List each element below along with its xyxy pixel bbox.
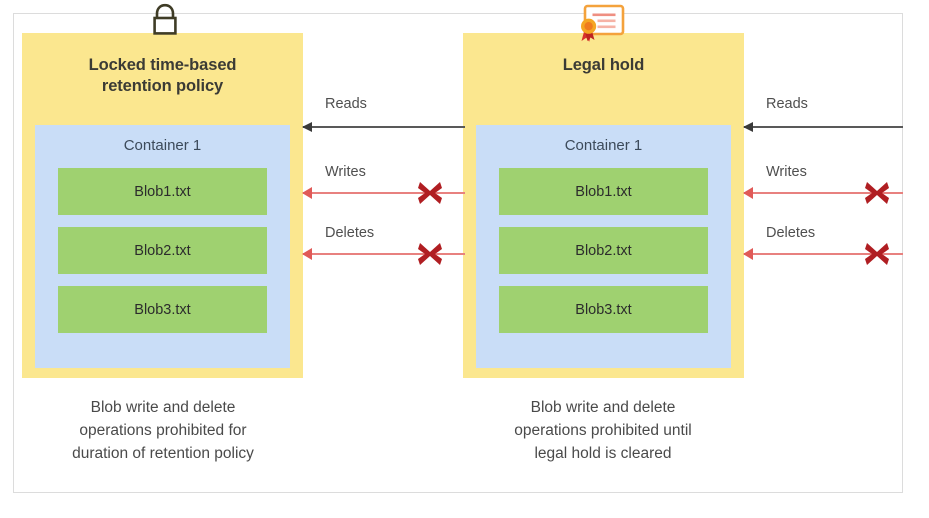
caption-right-line1: Blob write and delete [530, 399, 676, 416]
arrow-line-writes [744, 192, 903, 194]
arrow-head-deletes [743, 248, 753, 260]
caption-right: Blob write and delete operations prohibi… [453, 396, 753, 465]
blob-item: Blob2.txt [58, 227, 267, 274]
arrow-label-deletes: Deletes [325, 225, 375, 241]
blob-item: Blob2.txt [499, 227, 708, 274]
panel-title-left-line2: retention policy [101, 77, 224, 95]
blocked-x-icon [415, 178, 445, 208]
caption-right-line2: operations prohibited until [514, 422, 692, 439]
arrow-line-reads [744, 126, 903, 128]
arrow-line-deletes [744, 253, 903, 255]
caption-right-line3: legal hold is cleared [534, 445, 672, 462]
container-label-right: Container 1 [564, 137, 643, 154]
arrow-head-writes [743, 187, 753, 199]
panel-title-left: Locked time-based retention policy [22, 55, 303, 97]
arrow-label-writes: Writes [325, 164, 366, 180]
panel-title-right-line1: Legal hold [562, 56, 645, 74]
blocked-x-icon [862, 239, 892, 269]
arrow-label-reads: Reads [325, 96, 367, 112]
panel-legal-hold: Legal hold Container 1 Blob1.txt Blob2.t… [463, 33, 744, 378]
blob-item: Blob1.txt [58, 168, 267, 215]
panel-locked-time-based-retention-policy: Locked time-based retention policy Conta… [22, 33, 303, 378]
arrow-head-deletes [302, 248, 312, 260]
arrow-head-writes [302, 187, 312, 199]
arrow-line-reads [303, 126, 465, 128]
blocked-x-icon [415, 239, 445, 269]
arrow-label-writes: Writes [766, 164, 807, 180]
blocked-x-icon [862, 178, 892, 208]
arrow-line-writes [303, 192, 465, 194]
blob-item: Blob1.txt [499, 168, 708, 215]
padlock-icon [146, 2, 184, 36]
arrow-group-right: Reads Writes Deletes [743, 96, 903, 271]
arrow-head-reads [302, 122, 312, 132]
caption-left-line2: operations prohibited for [79, 422, 247, 439]
container-box-right: Container 1 Blob1.txt Blob2.txt Blob3.tx… [476, 125, 731, 368]
blob-item: Blob3.txt [58, 286, 267, 333]
panel-title-left-line1: Locked time-based [88, 56, 237, 74]
arrow-line-deletes [303, 253, 465, 255]
container-box-left: Container 1 Blob1.txt Blob2.txt Blob3.tx… [35, 125, 290, 368]
arrow-label-reads: Reads [766, 96, 808, 112]
arrow-label-deletes: Deletes [766, 225, 816, 241]
arrow-head-reads [743, 122, 753, 132]
blob-item: Blob3.txt [499, 286, 708, 333]
caption-left-line1: Blob write and delete [90, 399, 236, 416]
caption-left: Blob write and delete operations prohibi… [13, 396, 313, 465]
caption-left-line3: duration of retention policy [72, 445, 254, 462]
certificate-seal-icon [573, 3, 629, 45]
panel-title-right: Legal hold [463, 55, 744, 76]
container-label-left: Container 1 [123, 137, 202, 154]
arrow-group-middle: Reads Writes Deletes [302, 96, 465, 271]
